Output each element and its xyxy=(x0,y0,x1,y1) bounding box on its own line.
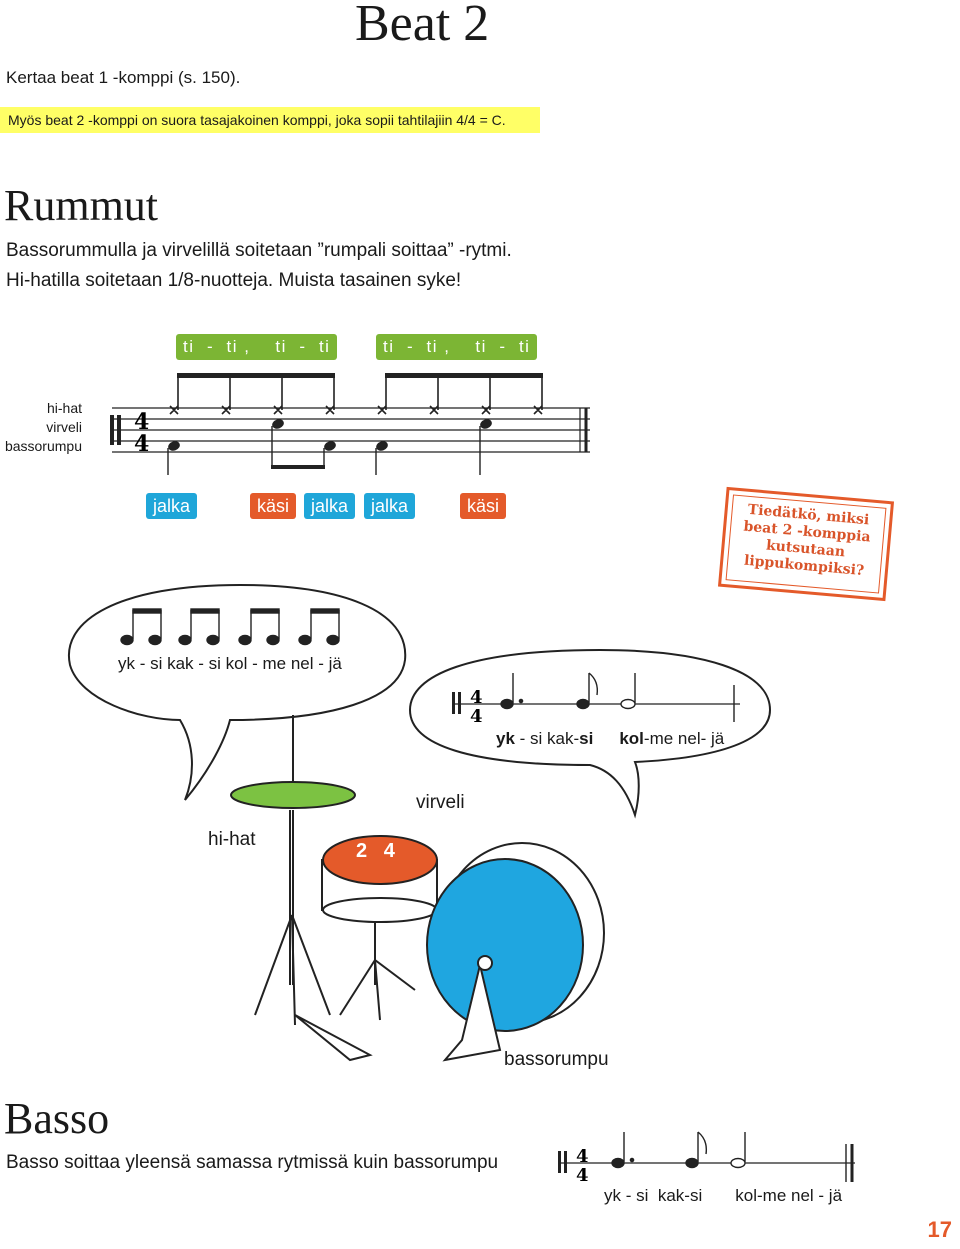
kit-label-virveli: virveli xyxy=(416,792,465,813)
drum-notes xyxy=(168,419,492,451)
page-number: 17 xyxy=(927,1217,952,1242)
intro-text: Kertaa beat 1 -komppi (s. 150). xyxy=(6,68,241,87)
time-sig-top: 4 xyxy=(134,409,149,435)
time-sig-top: 4 xyxy=(576,1146,589,1167)
beam xyxy=(177,373,335,378)
staff-label-virveli: virveli xyxy=(46,419,82,435)
label-jalka: jalka xyxy=(304,493,356,519)
time-sig-bottom: 4 xyxy=(470,706,483,727)
rhythm-notes xyxy=(500,672,636,710)
percussion-clef-icon xyxy=(110,415,121,445)
drum-kit-illustration xyxy=(230,715,605,1062)
drum-staff: 4 4 xyxy=(110,373,590,475)
staff-label-hihat: hi-hat xyxy=(46,400,82,416)
speech-bubble-right xyxy=(408,648,772,819)
snare-head xyxy=(322,835,438,885)
hihat-notes xyxy=(169,375,543,415)
time-sig-bottom: 4 xyxy=(576,1165,589,1186)
page-title: Beat 2 xyxy=(355,0,490,52)
snare-beats: 2 4 xyxy=(356,840,395,862)
time-sig-top: 4 xyxy=(470,687,483,708)
highlight-note: Myös beat 2 -komppi on suora tasajakoine… xyxy=(0,107,540,133)
basso-staff: 4 4 xyxy=(558,1131,855,1186)
beam xyxy=(271,465,325,469)
label-jalka: jalka xyxy=(146,493,198,519)
label-kasi: käsi xyxy=(460,493,507,519)
section-heading-basso: Basso xyxy=(4,1094,110,1143)
rummut-line-1: Bassorummulla ja virvelillä soitetaan ”r… xyxy=(6,240,512,261)
kit-label-hihat: hi-hat xyxy=(208,829,256,850)
section-heading-rummut: Rummut xyxy=(4,181,159,230)
counting-pill-1: ti - ti , ti - ti xyxy=(176,334,338,360)
eighth-notes-pairs xyxy=(120,608,340,646)
label-jalka: jalka xyxy=(364,493,416,519)
basso-text: Basso soittaa yleensä samassa rytmissä k… xyxy=(6,1152,499,1173)
beam xyxy=(385,373,543,378)
basso-syllables: yk - si kak-si kol-me nel - jä xyxy=(604,1186,843,1205)
staff-label-bassorumpu: bassorumpu xyxy=(4,438,82,454)
counting-pill-2: ti - ti , ti - ti xyxy=(376,334,538,360)
bass-drum-head xyxy=(426,858,584,1032)
basso-notes xyxy=(611,1131,746,1169)
kit-label-bassorumpu: bassorumpu xyxy=(504,1049,609,1070)
label-kasi: käsi xyxy=(250,493,297,519)
bubble-left-syllables: yk - si kak - si kol - me nel - jä xyxy=(118,654,342,673)
hihat-cymbal xyxy=(230,781,356,809)
time-sig-bottom: 4 xyxy=(134,431,149,457)
speech-bubbles: 4 4 xyxy=(67,583,772,819)
rummut-line-2: Hi-hatilla soitetaan 1/8-nuotteja. Muist… xyxy=(6,270,462,291)
